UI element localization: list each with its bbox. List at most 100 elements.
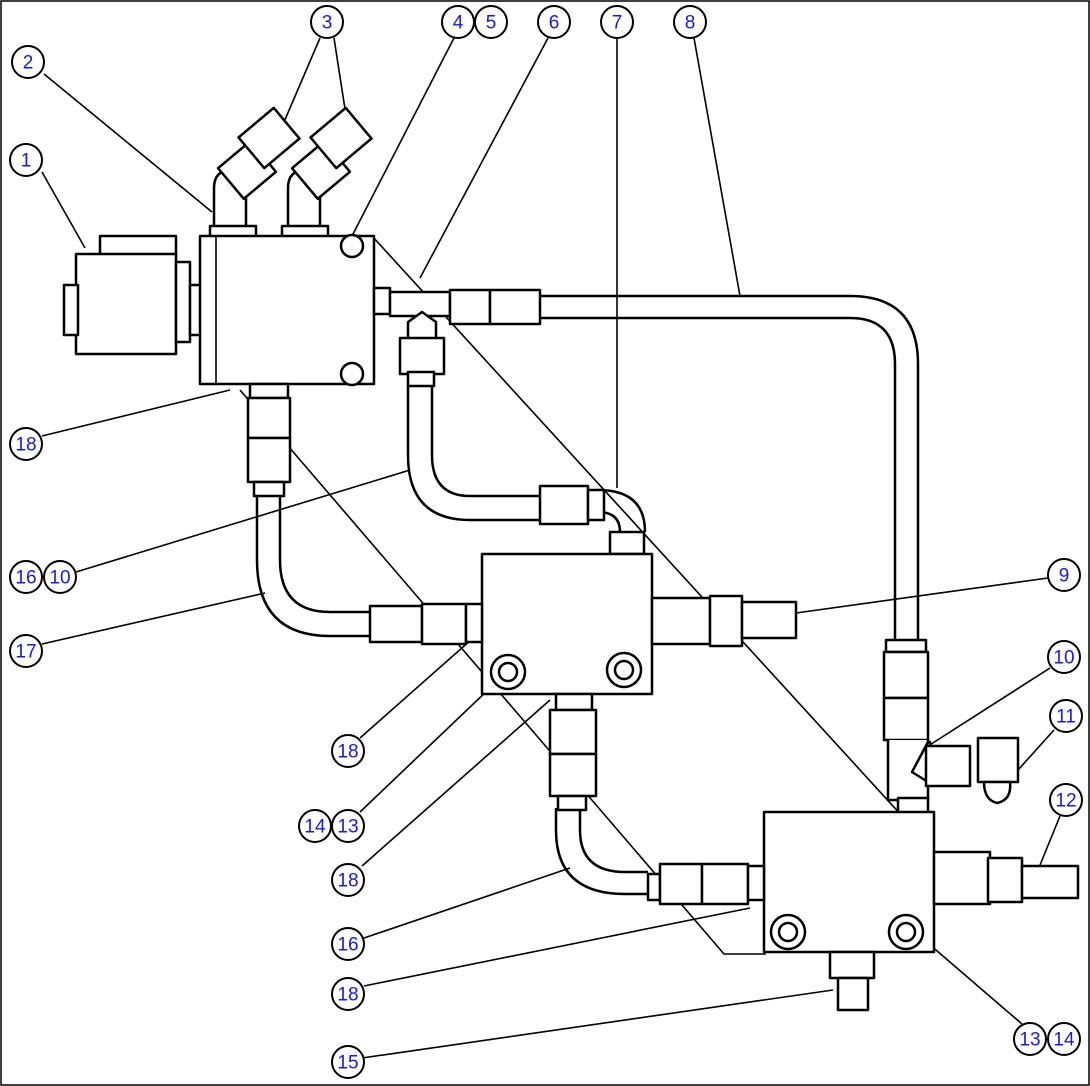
callout-c18a: 18: [9, 427, 43, 461]
callout-circle: [298, 809, 332, 843]
callout-label: 10: [1053, 648, 1074, 669]
elbow-7-outer: [597, 488, 647, 533]
hose-16-inner: [578, 808, 648, 874]
leader-16b: [363, 867, 571, 939]
callout-label: 12: [1055, 791, 1076, 812]
callout-c11: 11: [1049, 699, 1083, 733]
leader-18d: [363, 907, 751, 987]
callout-label: 17: [15, 642, 36, 663]
diagonal-line-lower: [239, 389, 766, 955]
callout-label: 1: [21, 151, 32, 172]
hose-10-inner: [430, 385, 540, 498]
callout-c18b: 18: [331, 734, 365, 768]
callout-circle: [600, 5, 634, 39]
callout-circle: [331, 1045, 365, 1079]
callout-c14b: 14: [1047, 1022, 1081, 1056]
callout-c8: 8: [673, 5, 707, 39]
callout-c16b: 16: [331, 927, 365, 961]
lower-valve-block: [646, 638, 1080, 1012]
callout-label: 13: [337, 817, 358, 838]
callout-circle: [9, 143, 43, 177]
callout-c10b: 10: [1047, 640, 1081, 674]
callout-circle: [673, 5, 707, 39]
callout-label: 18: [337, 871, 358, 892]
leader-10b: [924, 667, 1051, 749]
callout-c17: 17: [9, 634, 43, 668]
diagonal-line-upper: [371, 235, 936, 853]
callout-label: 13: [1019, 1030, 1040, 1051]
leader-18b: [359, 631, 481, 739]
callout-label: 8: [685, 13, 696, 34]
callout-label: 7: [612, 13, 623, 34]
callout-circle: [310, 5, 344, 39]
leader-13-14b: [921, 937, 1023, 1025]
callout-circle: [474, 5, 508, 39]
leader-1: [41, 171, 86, 249]
callout-circle: [9, 427, 43, 461]
leader-10a: [75, 469, 411, 573]
callout-label: 18: [337, 985, 358, 1006]
callout-circle: [331, 734, 365, 768]
callout-label: 11: [1056, 707, 1076, 728]
callout-c4: 4: [441, 5, 475, 39]
callout-circle: [537, 5, 571, 39]
callout-label: 2: [23, 53, 34, 74]
hose-16-outer: [554, 808, 648, 896]
callout-label: 15: [337, 1053, 358, 1074]
leader-15: [361, 989, 834, 1059]
callout-circle: [43, 560, 77, 594]
callout-circle: [11, 45, 45, 79]
callout-label: 4: [453, 13, 464, 34]
callout-circle: [9, 560, 43, 594]
callout-c7: 7: [600, 5, 634, 39]
callout-label: 6: [549, 13, 560, 34]
callout-c6: 6: [537, 5, 571, 39]
callout-c3: 3: [310, 5, 344, 39]
callout-c18d: 18: [331, 977, 365, 1011]
callout-circle: [1047, 558, 1081, 592]
main-valve-block: [198, 233, 542, 498]
callout-circle: [331, 863, 365, 897]
solenoid-coil: [62, 234, 218, 356]
hose-10-outer: [406, 385, 540, 522]
leader-6: [419, 37, 549, 279]
callout-c9: 9: [1047, 558, 1081, 592]
callout-circle: [1049, 783, 1083, 817]
callout-circle: [9, 634, 43, 668]
callout-c16a: 16: [9, 560, 43, 594]
callout-label: 16: [337, 935, 358, 956]
leader-9: [795, 577, 1049, 614]
leader-18c: [361, 699, 551, 867]
upper-elbow-fittings: [208, 106, 373, 242]
callout-label: 14: [304, 817, 326, 838]
leader-18a: [41, 389, 231, 437]
leader-3a: [283, 37, 321, 123]
leader-12: [1037, 815, 1061, 871]
callout-c10a: 10: [43, 560, 77, 594]
leader-8: [693, 37, 741, 297]
callout-c13a: 13: [331, 809, 365, 843]
callout-label: 14: [1053, 1030, 1075, 1051]
callout-label: 5: [486, 13, 497, 34]
callout-circle: [1049, 699, 1083, 733]
callout-circle: [1013, 1022, 1047, 1056]
callout-c2: 2: [11, 45, 45, 79]
callout-label: 18: [337, 742, 358, 763]
callout-label: 16: [15, 568, 36, 589]
callout-circle: [331, 977, 365, 1011]
leader-11: [1017, 729, 1055, 771]
callout-c15: 15: [331, 1045, 365, 1079]
leader-2: [43, 73, 213, 213]
callout-circle: [331, 927, 365, 961]
callout-c1: 1: [9, 143, 43, 177]
callout-c13b: 13: [1013, 1022, 1047, 1056]
callout-c12: 12: [1049, 783, 1083, 817]
tube-8-inner: [540, 316, 897, 640]
leader-13-14a: [359, 687, 491, 813]
middle-valve-block: [368, 484, 798, 812]
hose-17-outer: [255, 494, 370, 638]
routing-lines: [239, 235, 936, 955]
